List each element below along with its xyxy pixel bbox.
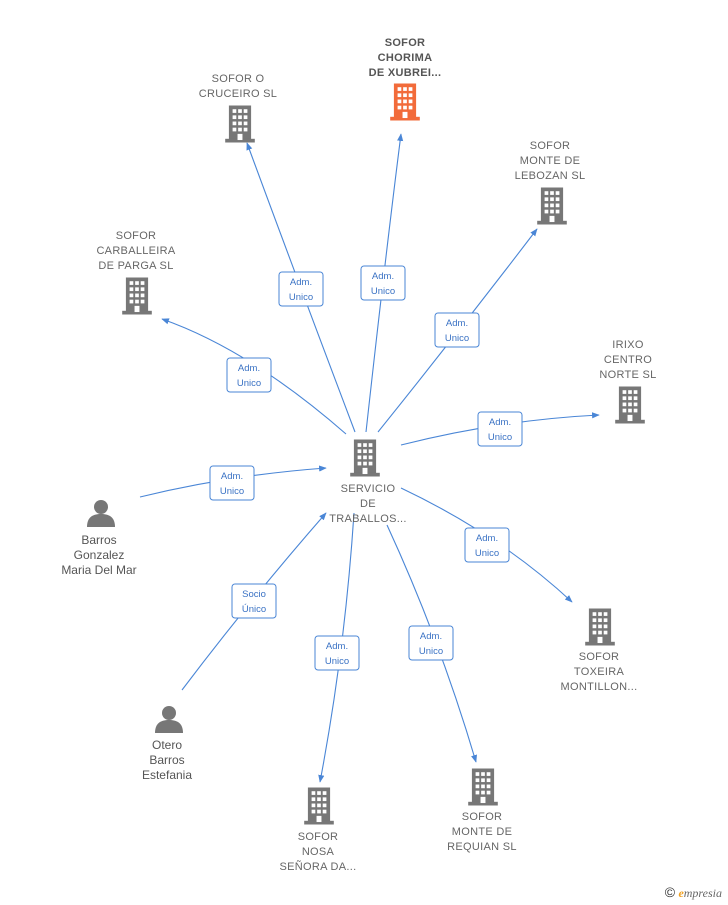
node-label-line: DE XUBREI... xyxy=(369,67,442,79)
relation-label-line: Adm. xyxy=(326,641,348,652)
node-label-line: CENTRO xyxy=(604,354,652,366)
node-label-line: MONTILLON... xyxy=(561,681,638,693)
relation-label-line: Adm. xyxy=(221,471,243,482)
relation-badge[interactable]: Adm. Unico xyxy=(464,527,510,563)
building-icon xyxy=(585,608,615,646)
brand-name: mpresia xyxy=(683,886,722,900)
building-icon xyxy=(468,768,498,806)
copyright-icon: © xyxy=(664,884,676,900)
relation-label-line: Unico xyxy=(220,486,244,497)
relation-label-line: Socio xyxy=(242,589,266,600)
edge-center-to-requian: Adm. Unico xyxy=(386,524,477,763)
relation-label-line: Adm. xyxy=(489,417,511,428)
node-label-line: SOFOR xyxy=(116,230,157,242)
relation-label-line: Adm. xyxy=(372,271,394,282)
edge-center-to-irixo: Adm. Unico xyxy=(400,411,600,447)
relation-label-line: Unico xyxy=(445,333,469,344)
relation-label-line: Unico xyxy=(289,292,313,303)
node-label-line: SOFOR xyxy=(385,37,426,49)
node-label-line: DE PARGA SL xyxy=(98,260,173,272)
node-label-line: SOFOR xyxy=(579,651,620,663)
relation-badge[interactable]: Adm. Unico xyxy=(314,635,360,671)
node-nosa[interactable]: SOFOR NOSA SEÑORA DA... xyxy=(280,787,357,874)
person-icon xyxy=(87,500,115,527)
relation-label-line: Unico xyxy=(419,646,443,657)
building-icon xyxy=(122,277,152,315)
node-label-line: MONTE DE xyxy=(452,826,512,838)
node-label-line: MONTE DE xyxy=(520,155,580,167)
node-label-line: Otero xyxy=(152,738,182,752)
node-label-line: SOFOR xyxy=(530,140,571,152)
node-requian[interactable]: SOFOR MONTE DE REQUIAN SL xyxy=(447,768,517,854)
relation-label-line: Adm. xyxy=(476,533,498,544)
relation-label-line: Adm. xyxy=(446,318,468,329)
node-label-line: NOSA xyxy=(302,846,335,858)
brand-initial: e xyxy=(678,886,684,900)
relation-label-line: Unico xyxy=(371,286,395,297)
relation-label-line: Único xyxy=(242,604,266,615)
node-label-line: SOFOR xyxy=(462,811,503,823)
relation-badge[interactable]: Adm. Unico xyxy=(408,625,454,661)
edge-center-to-nosa: Adm. Unico xyxy=(314,512,360,783)
building-icon xyxy=(225,105,255,143)
relation-label-line: Unico xyxy=(475,548,499,559)
node-label-line: Barros xyxy=(81,533,116,547)
relation-badge[interactable]: Adm. Unico xyxy=(278,271,324,307)
relation-label-line: Adm. xyxy=(420,631,442,642)
building-icon xyxy=(390,83,420,121)
credit-footer: © empresia xyxy=(665,884,722,901)
edge-center-to-carballeira: Adm. Unico xyxy=(161,318,347,435)
edge-center-to-chorima: Adm. Unico xyxy=(360,133,406,433)
node-label-line: Gonzalez xyxy=(74,548,125,562)
node-label-line: Maria Del Mar xyxy=(61,563,136,577)
edge-center-to-cruceiro: Adm. Unico xyxy=(246,142,356,433)
node-label-line: SEÑORA DA... xyxy=(280,860,357,873)
node-label-line: TRABALLOS... xyxy=(329,513,407,525)
node-label-line: LEBOZAN SL xyxy=(515,170,586,182)
node-label-line: CHORIMA xyxy=(378,52,433,64)
relation-badge[interactable]: Adm. Unico xyxy=(477,411,523,447)
node-lebozan[interactable]: SOFOR MONTE DE LEBOZAN SL xyxy=(515,140,586,225)
node-label-line: Estefania xyxy=(142,768,192,782)
building-icon xyxy=(537,187,567,225)
building-icon xyxy=(615,386,645,424)
node-cruceiro[interactable]: SOFOR O CRUCEIRO SL xyxy=(199,73,277,143)
edge-center-to-toxeira: Adm. Unico xyxy=(400,487,573,603)
node-toxeira[interactable]: SOFOR TOXEIRA MONTILLON... xyxy=(561,608,638,694)
building-icon xyxy=(350,439,380,477)
node-chorima[interactable]: SOFOR CHORIMA DE XUBREI... xyxy=(369,37,442,121)
relation-badge[interactable]: Adm. Unico xyxy=(434,312,480,348)
relation-badge[interactable]: Adm. Unico xyxy=(360,265,406,301)
edge-barros-to-center: Adm. Unico xyxy=(139,465,327,501)
node-center[interactable]: SERVICIO DE TRABALLOS... xyxy=(329,439,407,526)
node-label-line: IRIXO xyxy=(612,339,644,351)
relation-label-line: Unico xyxy=(325,656,349,667)
node-label-line: Barros xyxy=(149,753,184,767)
node-label-line: SERVICIO xyxy=(341,483,396,495)
node-carballeira[interactable]: SOFOR CARBALLEIRA DE PARGA SL xyxy=(96,230,176,315)
edge-center-to-lebozan: Adm. Unico xyxy=(377,228,538,433)
node-irixo[interactable]: IRIXO CENTRO NORTE SL xyxy=(599,339,656,424)
person-icon xyxy=(155,706,183,733)
node-label-line: DE xyxy=(360,498,376,510)
node-label-line: SOFOR xyxy=(298,831,339,843)
node-label-line: CARBALLEIRA xyxy=(96,245,175,257)
node-label-line: CRUCEIRO SL xyxy=(199,88,277,100)
node-label-line: TOXEIRA xyxy=(574,666,625,678)
node-label-line: NORTE SL xyxy=(599,369,656,381)
building-icon xyxy=(304,787,334,825)
node-label-line: REQUIAN SL xyxy=(447,841,517,853)
node-label-line: SOFOR O xyxy=(212,73,265,85)
relation-label-line: Adm. xyxy=(238,363,260,374)
relation-label-line: Adm. xyxy=(290,277,312,288)
relation-label-line: Unico xyxy=(488,432,512,443)
relation-label-line: Unico xyxy=(237,378,261,389)
relation-badge[interactable]: Adm. Unico xyxy=(209,465,255,501)
relation-badge[interactable]: Adm. Unico xyxy=(226,357,272,393)
